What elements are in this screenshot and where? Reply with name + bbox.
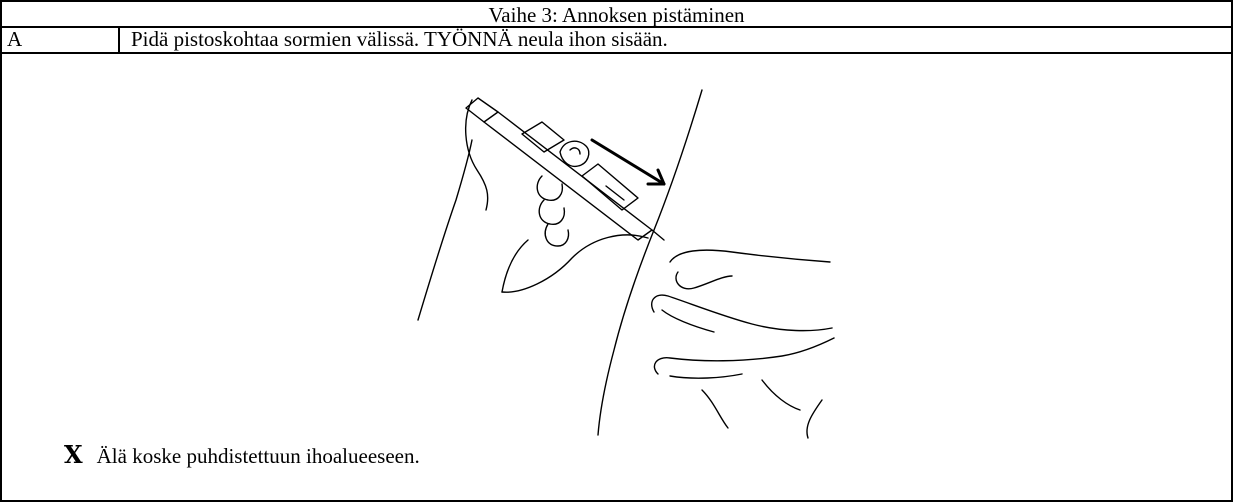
section-title: Vaihe 3: Annoksen pistäminen xyxy=(0,0,1233,28)
step-instruction: Pidä pistoskohtaa sormien välissä. TYÖNN… xyxy=(131,26,668,52)
warning-note: X Älä koske puhdistettuun ihoalueeseen. xyxy=(64,440,420,471)
step-row: A Pidä pistoskohtaa sormien välissä. TYÖ… xyxy=(0,26,1233,54)
step-letter: A xyxy=(7,26,22,52)
figure-row: X Älä koske puhdistettuun ihoalueeseen. xyxy=(0,52,1233,502)
column-divider xyxy=(118,26,120,52)
warning-text: Älä koske puhdistettuun ihoalueeseen. xyxy=(97,444,420,468)
injection-illustration-icon xyxy=(402,80,842,440)
do-not-icon: X xyxy=(64,440,83,469)
